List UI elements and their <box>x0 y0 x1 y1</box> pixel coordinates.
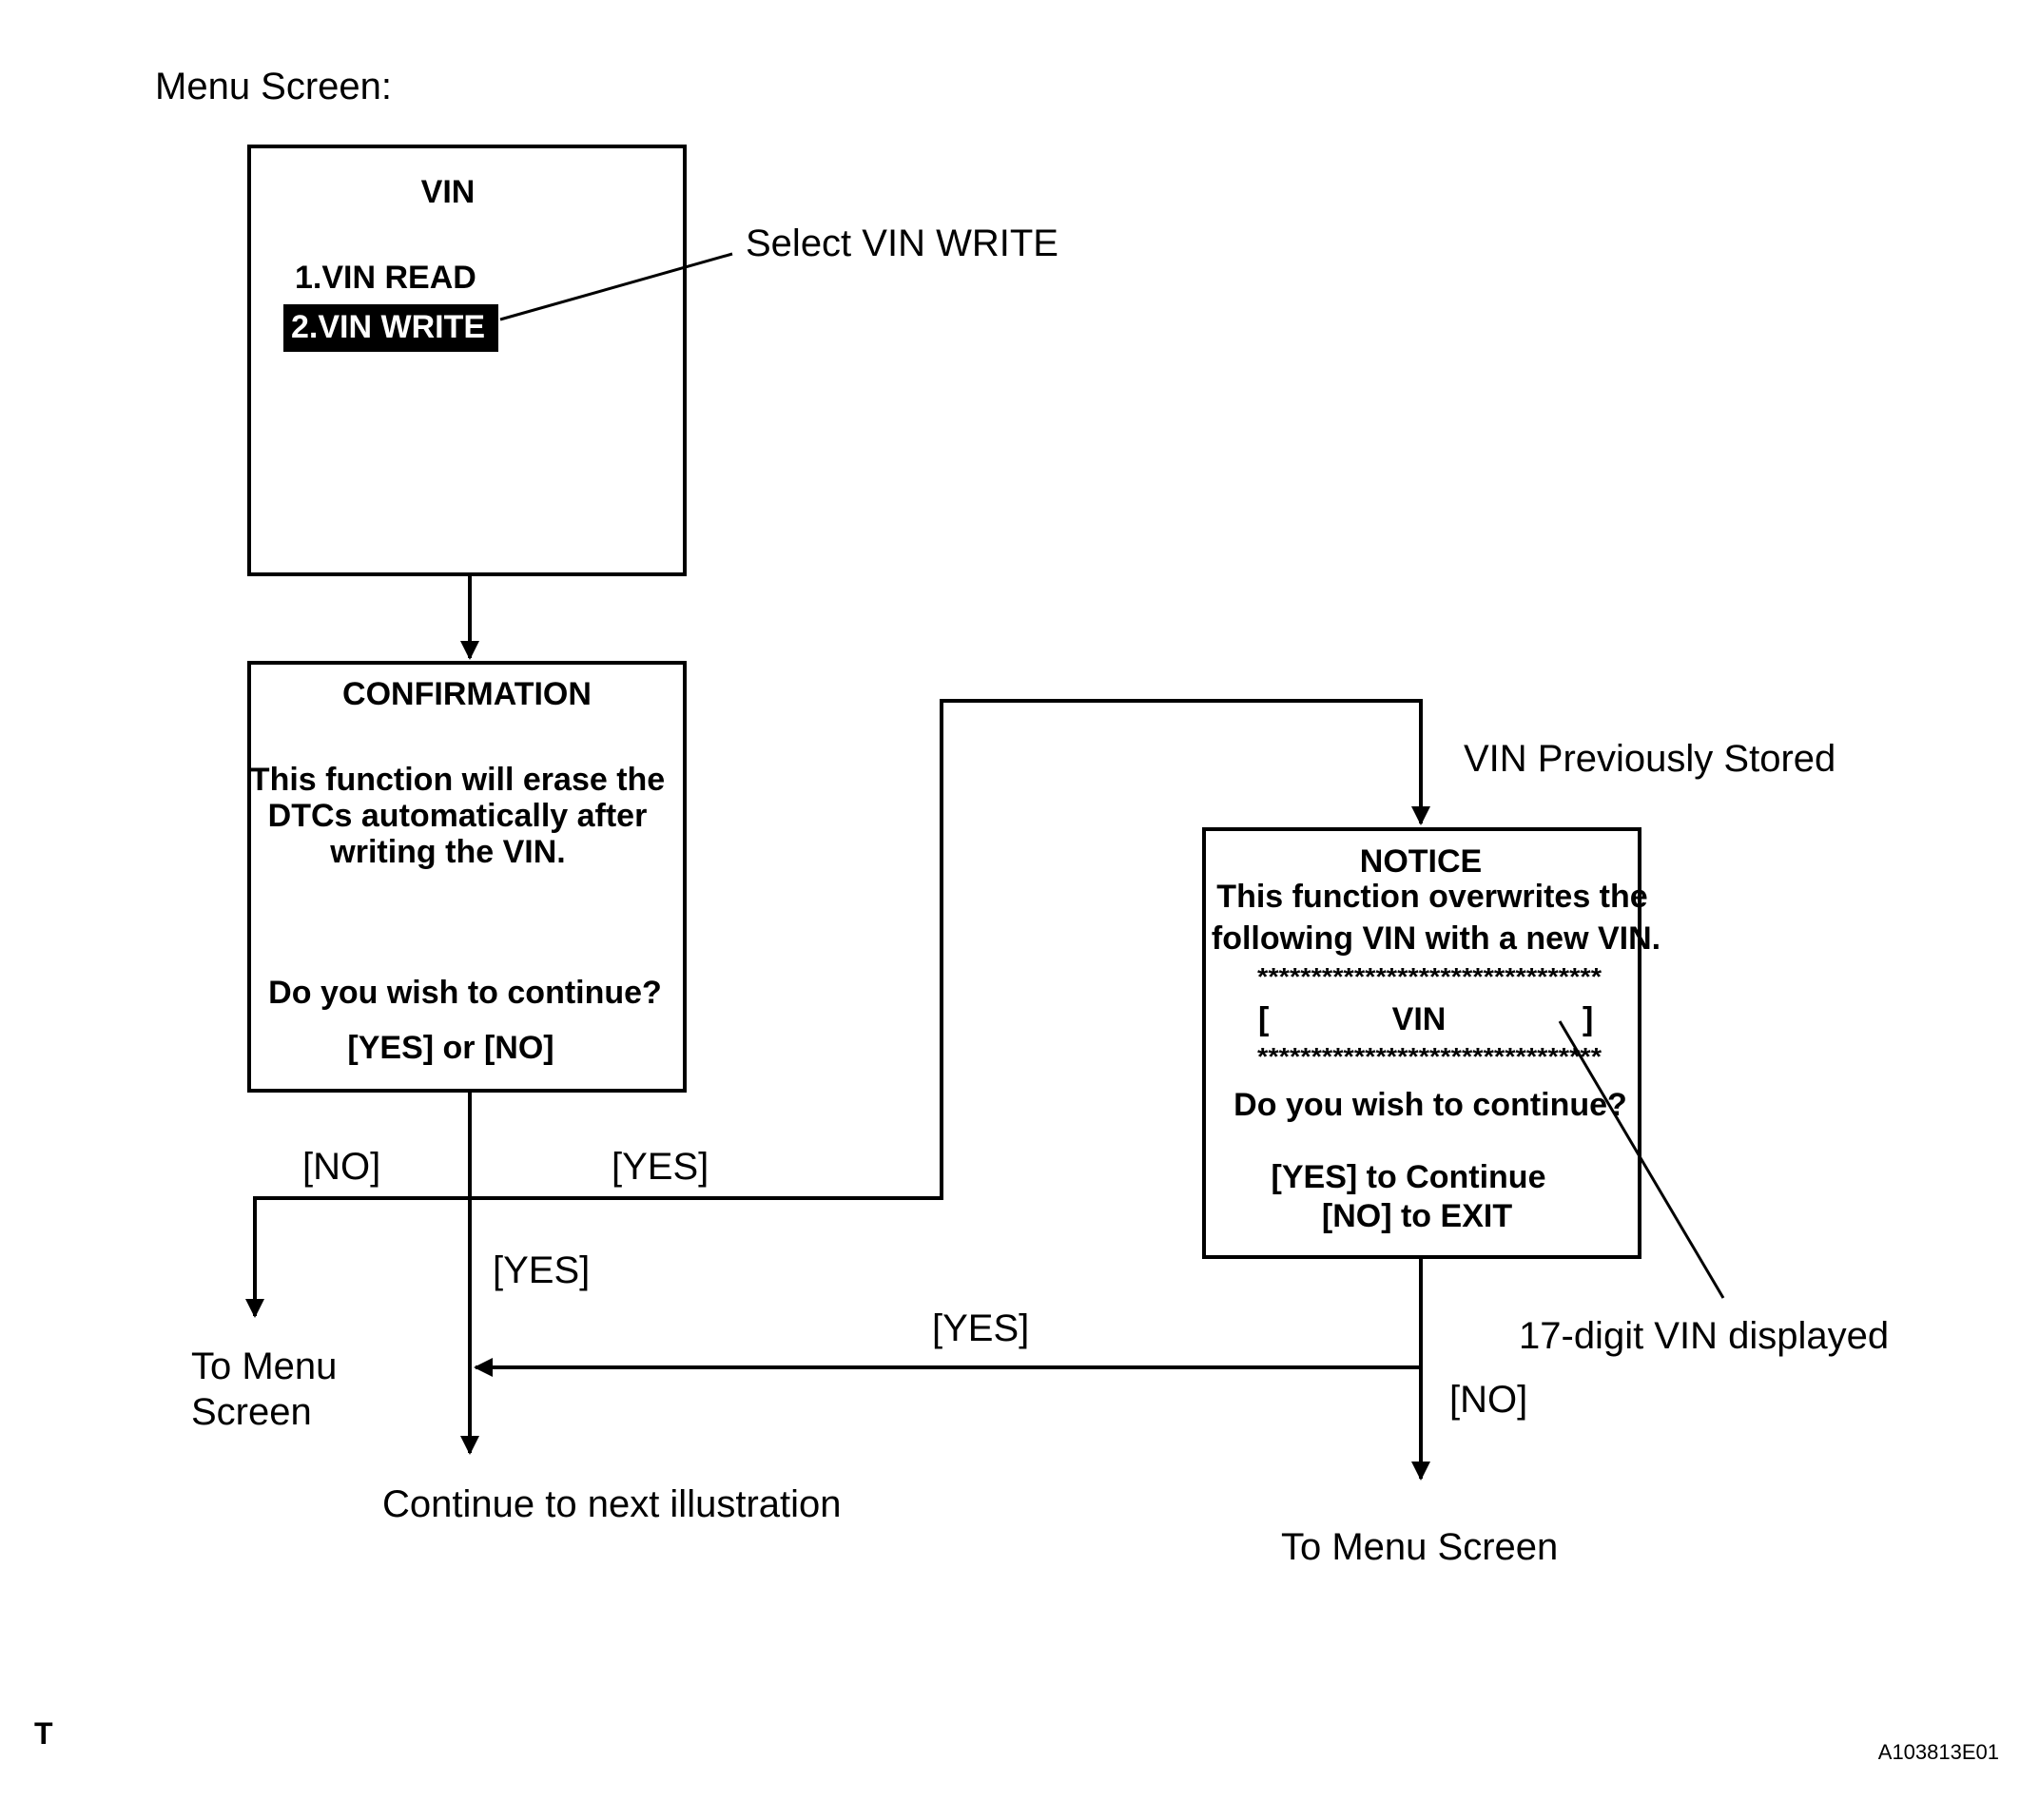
vin-menu-box <box>247 145 687 576</box>
confirmation-box <box>247 661 687 1093</box>
to-menu-right-label: To Menu Screen <box>1281 1526 1558 1568</box>
label-yes-down: [YES] <box>493 1249 590 1291</box>
confirmation-options: [YES] or [NO] <box>347 1030 554 1066</box>
notice-no-option: [NO] to EXIT <box>1322 1198 1512 1234</box>
vin-write-item[interactable]: 2.VIN WRITE <box>291 309 485 345</box>
select-callout: Select VIN WRITE <box>746 223 1059 264</box>
to-menu-left-1: To Menu <box>191 1346 337 1387</box>
notice-stars-bottom: ******************************** <box>1257 1042 1602 1071</box>
confirmation-line-3: writing the VIN. <box>329 834 565 870</box>
label-yes-branch: [YES] <box>612 1146 709 1188</box>
confirmation-question: Do you wish to continue? <box>268 975 662 1011</box>
label-no-notice: [NO] <box>1449 1379 1527 1421</box>
menu-screen-label: Menu Screen: <box>155 66 392 107</box>
label-no-left: [NO] <box>302 1146 380 1188</box>
notice-yes-option: [YES] to Continue <box>1272 1159 1546 1195</box>
corner-mark: T <box>34 1716 53 1751</box>
arrow-yes-to-notice <box>470 699 1430 1200</box>
vin-menu-title: VIN <box>421 174 476 210</box>
notice-stars-top: ******************************** <box>1257 962 1602 991</box>
confirmation-line-2: DTCs automatically after <box>268 798 648 834</box>
to-menu-left-2: Screen <box>191 1391 312 1433</box>
seventeen-digit-callout-line <box>1558 1020 1725 1299</box>
figure-id: A103813E01 <box>1878 1740 1999 1764</box>
notice-bracket-open: [ <box>1258 1001 1269 1037</box>
vin-write-highlight <box>283 304 498 352</box>
notice-title: NOTICE <box>1360 843 1482 880</box>
label-yes-return: [YES] <box>932 1307 1029 1349</box>
notice-bracket-close: ] <box>1583 1001 1593 1037</box>
vin-read-item[interactable]: 1.VIN READ <box>295 260 476 296</box>
notice-vin: VIN <box>1392 1001 1447 1037</box>
seventeen-digit-label: 17-digit VIN displayed <box>1519 1315 1889 1357</box>
continue-next-label: Continue to next illustration <box>382 1483 842 1525</box>
vin-previously-stored: VIN Previously Stored <box>1464 738 1835 780</box>
confirmation-title: CONFIRMATION <box>342 676 592 712</box>
notice-line-1: This function overwrites the <box>1216 879 1647 915</box>
notice-question: Do you wish to continue? <box>1233 1087 1627 1123</box>
notice-line-2: following VIN with a new VIN. <box>1212 920 1661 957</box>
arrow-no-to-menu <box>245 1196 470 1318</box>
select-callout-line <box>499 252 733 321</box>
confirmation-line-1: This function will erase the <box>250 762 665 798</box>
